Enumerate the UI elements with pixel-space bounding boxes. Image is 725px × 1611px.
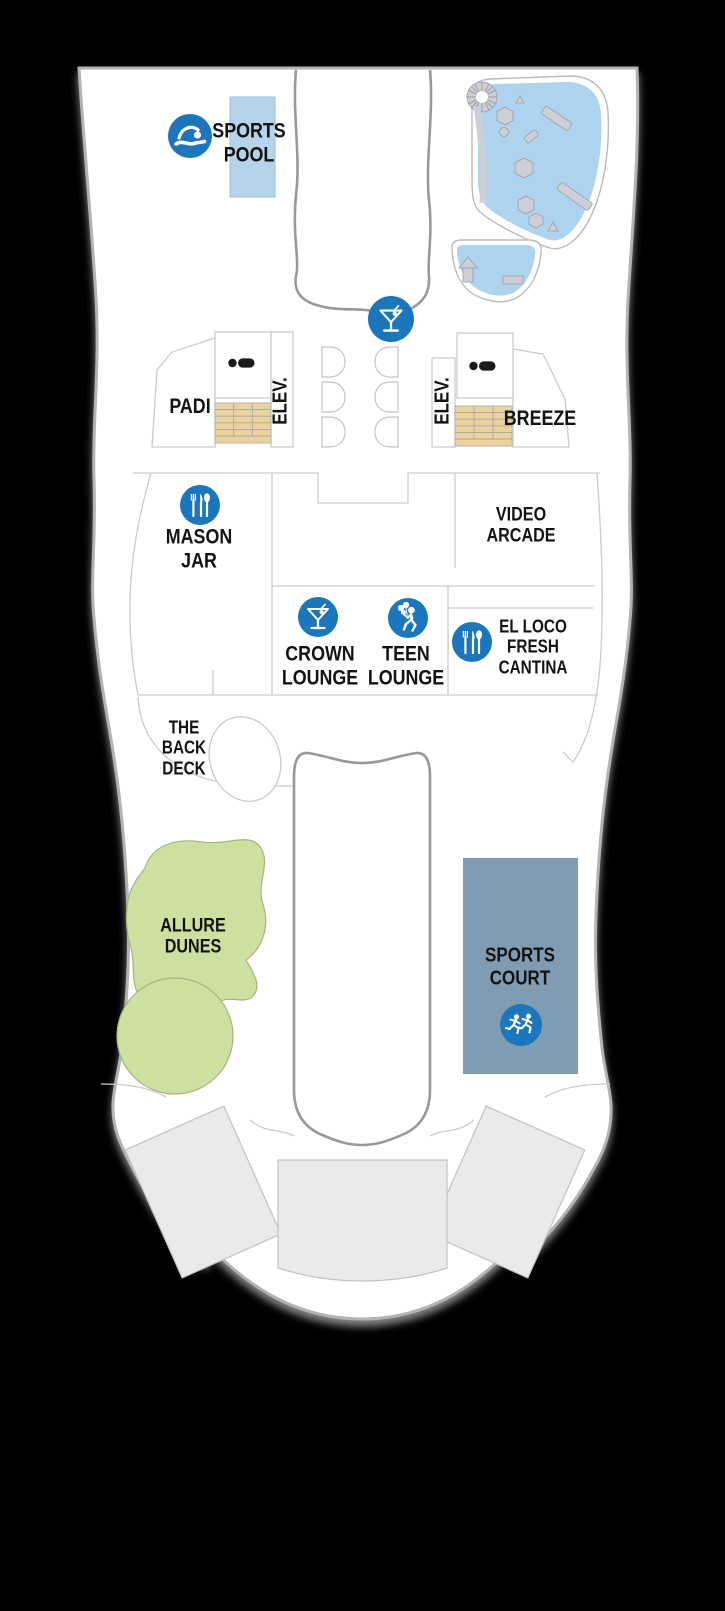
aqua-park-structures: [466, 81, 593, 232]
sports-pool-icon: [168, 114, 212, 158]
person-icon: [469, 361, 496, 371]
elevator-stalls: [321, 346, 399, 448]
breeze-label: BREEZE: [503, 407, 577, 431]
bar-icon-top: [368, 296, 414, 342]
venue-icons: [168, 114, 542, 1046]
sports-court-icon: [500, 1004, 542, 1046]
el-loco-icon: [452, 622, 492, 662]
mason-jar-label: MASON JAR: [165, 525, 233, 572]
teen-lounge-icon: [388, 598, 428, 638]
el-loco-label: EL LOCO FRESH CANTINA: [498, 616, 568, 678]
teen-lounge-label: TEEN LOUNGE: [367, 642, 445, 689]
video-arcade-label: VIDEO ARCADE: [486, 504, 556, 547]
mason-jar-icon: [180, 485, 220, 525]
elev-right-label: ELEV.: [431, 377, 454, 425]
stair-elevator-block-right: [431, 332, 570, 448]
allure-dunes-label: ALLURE DUNES: [160, 915, 226, 958]
stairs-left: [214, 402, 272, 444]
sports-pool-water: [229, 96, 276, 198]
back-deck-oval: [208, 716, 282, 802]
stairs-right: [454, 405, 513, 447]
funnel-casing: [292, 751, 432, 1147]
stern-seating: [124, 1105, 586, 1282]
allure-dunes-green: [116, 839, 267, 1095]
seating-panel-left: [124, 1105, 282, 1279]
crown-lounge-label: CROWN LOUNGE: [281, 642, 359, 689]
kids-pool: [451, 239, 542, 303]
sports-pool-label: SPORTS POOL: [212, 119, 286, 166]
seating-panel-center: [277, 1159, 448, 1282]
aqua-park: [466, 75, 610, 250]
stair-elevator-block-left: [151, 331, 294, 448]
person-icon: [228, 358, 255, 368]
elev-left-label: ELEV.: [269, 377, 292, 425]
back-deck-label: THE BACK DECK: [161, 717, 207, 779]
crown-lounge-icon: [298, 597, 338, 637]
seating-panel-right: [428, 1105, 586, 1279]
kids-pool-structures: [458, 256, 524, 285]
sports-court-label: SPORTS COURT: [485, 944, 555, 989]
padi-label: PADI: [169, 395, 211, 419]
